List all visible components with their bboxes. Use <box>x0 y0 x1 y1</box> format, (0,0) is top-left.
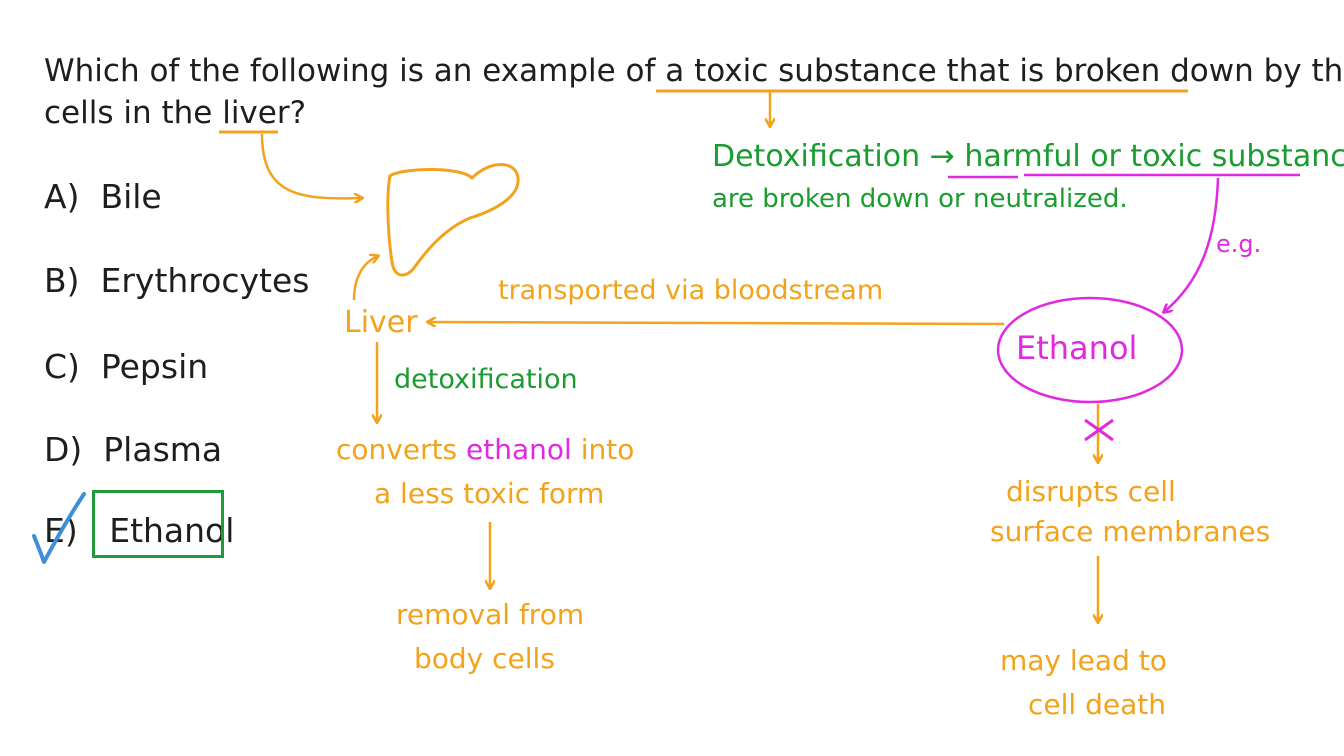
option-text: Plasma <box>103 430 223 469</box>
arrow-icon: → <box>929 139 955 174</box>
option-letter: D) <box>44 430 83 469</box>
detoxification-term-line: Detoxification → harmful or toxic substa… <box>712 142 1344 172</box>
question-text-end: by the <box>1263 53 1344 89</box>
question-highlight-toxic: toxic substance that is broken down <box>694 53 1254 89</box>
ethanol-label: Ethanol <box>1016 329 1138 367</box>
eg-label: e.g. <box>1216 230 1262 258</box>
option-a[interactable]: A) Bile <box>44 180 162 213</box>
question-text: cells in the <box>44 95 223 131</box>
less-toxic-label: a less toxic form <box>374 477 605 510</box>
option-e[interactable]: E) Ethanol <box>44 514 234 547</box>
option-letter: C) <box>44 347 80 386</box>
transport-label: transported via bloodstream <box>498 275 884 306</box>
eg-arrow <box>1164 177 1220 312</box>
option-text: Bile <box>100 177 162 216</box>
question-text: Which of the following is an example of … <box>44 53 695 89</box>
cross-mark-icon <box>1084 418 1114 442</box>
converts-line: converts ethanol into <box>336 436 634 464</box>
option-text: Erythrocytes <box>100 261 310 300</box>
liver-label-arrow <box>352 256 378 301</box>
liver-label: Liver <box>344 305 418 340</box>
detox-label: detoxification <box>394 364 578 395</box>
converts-ethanol: ethanol <box>466 433 572 466</box>
liver-icon <box>386 163 520 277</box>
removal-label-1: removal from <box>396 598 585 631</box>
correct-answer-box <box>92 490 224 558</box>
converts-text: converts <box>336 433 467 466</box>
transport-arrow <box>428 322 1005 324</box>
converts-into: into <box>571 433 635 466</box>
death-label-1: may lead to <box>1000 644 1167 677</box>
ethanol-ellipse <box>996 296 1184 404</box>
definition-harmful: harmful or toxic substances <box>964 139 1344 174</box>
detoxification-term: Detoxification <box>712 139 921 174</box>
option-letter: B) <box>44 261 80 300</box>
question-highlight-liver: liver <box>222 95 290 131</box>
question-mark: ? <box>289 95 307 131</box>
disrupts-label-2: surface membranes <box>990 515 1271 548</box>
option-c[interactable]: C) Pepsin <box>44 350 208 383</box>
option-b[interactable]: B) Erythrocytes <box>44 264 309 297</box>
disrupts-label-1: disrupts cell <box>1006 475 1176 508</box>
option-text: Pepsin <box>100 347 209 386</box>
option-letter: A) <box>44 177 80 216</box>
removal-label-2: body cells <box>414 642 555 675</box>
option-text: Ethanol <box>109 511 235 550</box>
question-line-1: Which of the following is an example of … <box>44 56 1344 87</box>
question-line-2: cells in the liver? <box>44 98 306 129</box>
definition-line-2: are broken down or neutralized. <box>712 184 1128 214</box>
option-d[interactable]: D) Plasma <box>44 433 222 466</box>
check-mark-icon <box>32 492 86 564</box>
death-label-2: cell death <box>1028 688 1166 721</box>
liver-word-arrow <box>260 133 362 198</box>
